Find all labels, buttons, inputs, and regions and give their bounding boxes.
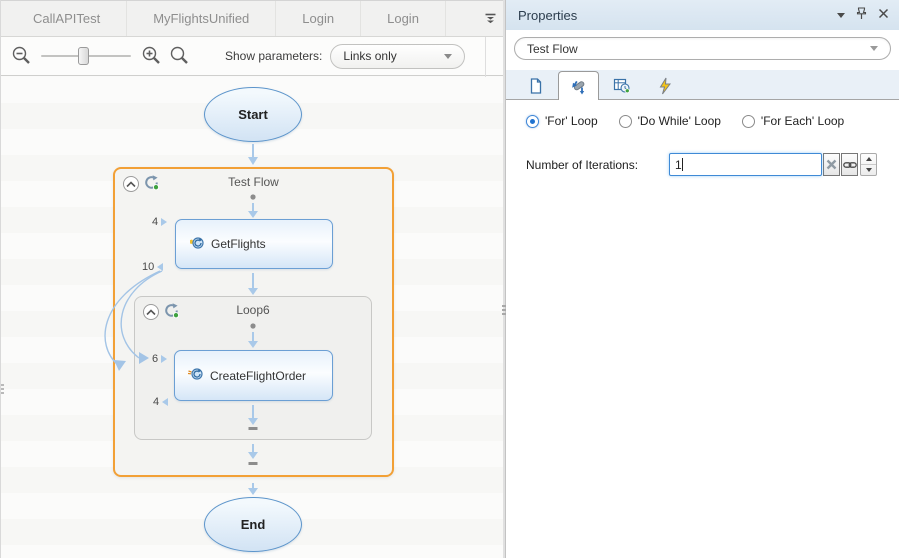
splitter-grip-icon [502, 305, 506, 315]
step-label: GetFlights [211, 237, 266, 251]
radio-for-loop[interactable]: 'For' Loop [526, 114, 598, 128]
loop-properties-icon [572, 80, 585, 94]
arrow-up-icon [865, 157, 872, 161]
tab-events[interactable] [644, 72, 685, 99]
loop-properties-content: 'For' Loop 'Do While' Loop 'For Each' Lo… [506, 100, 899, 558]
port-arrow-icon [162, 398, 169, 406]
iterations-label: Number of Iterations: [526, 157, 639, 172]
zoom-slider-thumb[interactable] [78, 47, 89, 65]
radio-label: 'For Each' Loop [760, 114, 845, 128]
link-value-button[interactable] [841, 153, 858, 176]
test-editor-pane: CallAPITest MyFlightsUnified Login Login [0, 0, 504, 558]
spin-up-button[interactable] [861, 154, 876, 165]
port-number: 4 [153, 396, 160, 408]
step-label: CreateFlightOrder [210, 368, 307, 383]
end-node[interactable]: End [204, 497, 302, 552]
toolbar-edge-divider [485, 37, 486, 114]
zoom-out-icon[interactable] [11, 45, 33, 67]
chevron-down-icon [870, 46, 878, 51]
iterations-spinner [860, 153, 877, 176]
loop-icon [143, 174, 160, 194]
arrow-down-icon [865, 168, 872, 172]
port-createflightorder-out[interactable]: 4 [153, 396, 169, 408]
loop-icon [163, 302, 180, 322]
canvas-toolbar: Show parameters: Links only [1, 37, 503, 114]
properties-header: Properties [506, 0, 899, 30]
loop6-label: Loop6 [236, 303, 270, 317]
show-parameters-dropdown[interactable]: Links only [330, 43, 466, 69]
pin-icon[interactable] [856, 7, 867, 23]
tab-checkpoints[interactable] [601, 72, 642, 99]
port-arrow-icon [161, 355, 168, 363]
clear-x-icon [826, 159, 837, 170]
zoom-slider[interactable] [41, 46, 131, 66]
tab-login-2[interactable]: Login [361, 1, 446, 36]
port-arrow-icon [161, 218, 168, 226]
radio-button-icon[interactable] [526, 114, 539, 128]
radio-button-icon[interactable] [741, 114, 755, 128]
properties-title: Properties [518, 7, 578, 23]
document-tab-bar: CallAPITest MyFlightsUnified Login Login [1, 0, 503, 37]
panel-splitter[interactable] [502, 0, 506, 558]
port-getflights-out[interactable]: 10 [142, 261, 164, 273]
radio-label: 'Do While' Loop [637, 114, 721, 128]
flow-canvas[interactable]: Test Flow Loop6 Start [1, 77, 504, 558]
tab-myflightsunified[interactable]: MyFlightsUnified [127, 1, 277, 36]
tab-login-1[interactable]: Login [276, 1, 362, 36]
document-icon [530, 77, 541, 94]
loop-type-options: 'For' Loop 'Do While' Loop 'For Each' Lo… [526, 114, 899, 128]
step-createflightorder[interactable]: CreateFlightOrder [174, 350, 333, 401]
panel-menu-icon[interactable] [837, 12, 845, 18]
radio-button-icon[interactable] [618, 114, 632, 128]
port-number: 10 [142, 261, 155, 273]
step-getflights[interactable]: GetFlights [175, 219, 333, 269]
search-icon[interactable] [169, 45, 191, 67]
iterations-row: Number of Iterations: [526, 153, 899, 176]
zoom-in-icon[interactable] [141, 45, 163, 67]
radio-label: 'For' Loop [545, 114, 598, 128]
collapse-icon[interactable] [123, 176, 139, 192]
tab-general[interactable] [515, 72, 556, 99]
checkpoints-icon [613, 78, 630, 94]
link-chain-icon [842, 161, 857, 168]
tab-loop-properties[interactable] [558, 71, 599, 100]
target-step-dropdown[interactable]: Test Flow [514, 37, 891, 60]
tab-overflow-icon[interactable] [484, 13, 497, 25]
show-parameters-label: Show parameters: [225, 49, 323, 63]
start-node[interactable]: Start [204, 87, 302, 142]
show-parameters-value: Links only [343, 49, 397, 63]
port-number: 6 [152, 353, 159, 365]
port-arrow-icon [157, 263, 164, 271]
left-splitter-grip[interactable] [1, 384, 4, 396]
port-getflights-in[interactable]: 4 [152, 216, 168, 228]
port-createflightorder-in[interactable]: 6 [152, 353, 168, 365]
end-label: End [240, 517, 266, 532]
tab-callapitest[interactable]: CallAPITest [7, 1, 128, 36]
port-number: 4 [152, 216, 159, 228]
clear-value-button[interactable] [823, 153, 840, 176]
events-lightning-icon [659, 77, 671, 94]
test-flow-label: Test Flow [228, 175, 279, 189]
spin-down-button[interactable] [861, 165, 876, 175]
target-step-value: Test Flow [527, 41, 578, 56]
radio-for-each-loop[interactable]: 'For Each' Loop [741, 114, 845, 128]
text-caret [682, 158, 683, 171]
chevron-down-icon [444, 53, 453, 59]
iterations-input[interactable] [669, 153, 822, 176]
properties-tab-strip [506, 70, 899, 100]
api-step-icon [187, 366, 203, 385]
properties-panel: Properties Test Flow [505, 0, 899, 558]
close-icon[interactable] [878, 8, 889, 22]
api-step-icon [188, 235, 204, 254]
start-label: Start [238, 107, 268, 122]
radio-do-while-loop[interactable]: 'Do While' Loop [618, 114, 721, 128]
